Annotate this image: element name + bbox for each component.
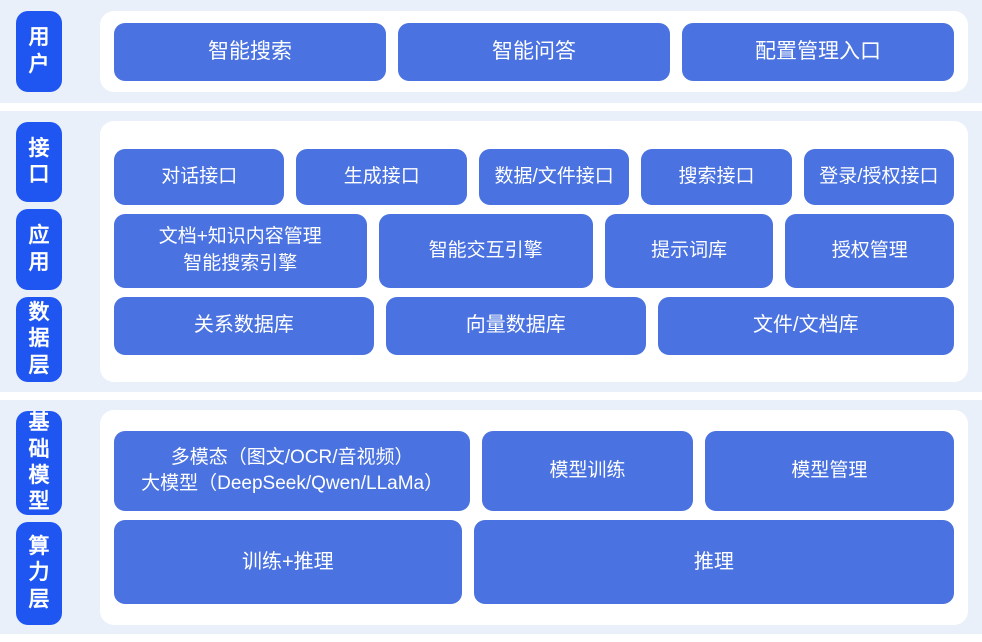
card-generate-api[interactable]: 生成接口 [296,148,467,205]
layer-tab-user-char-1: 户 [28,52,50,76]
layer-group-middle: 接 口 应 用 数 据 层 对话接口 生成接口 数据/文件接口 搜索接口 登录/… [0,111,982,392]
layer-label-rail-middle: 接 口 应 用 数 据 层 [0,121,100,382]
layer-tab-data-layer[interactable]: 数 据 层 [16,296,62,382]
layer-panel-user: 智能搜索 智能问答 配置管理入口 [100,11,968,92]
layer-tab-foundation-model-char-3: 型 [28,490,50,514]
layer-label-rail-base: 基 础 模 型 算 力 层 [0,410,100,625]
layer-tab-compute-layer-char-2: 层 [28,587,50,611]
card-train-infer[interactable]: 训练+推理 [114,520,462,604]
row-app: 文档+知识内容管理 智能搜索引擎 智能交互引擎 提示词库 授权管理 [114,213,954,288]
layer-tab-data-layer-char-2: 层 [28,353,50,377]
row-api: 对话接口 生成接口 数据/文件接口 搜索接口 登录/授权接口 [114,148,954,205]
card-relational-db[interactable]: 关系数据库 [114,296,374,355]
card-config-entry[interactable]: 配置管理入口 [682,22,954,81]
card-multimodal-llm[interactable]: 多模态（图文/OCR/音视频） 大模型（DeepSeek/Qwen/LLaMa） [114,431,471,511]
layer-tab-foundation-model-char-2: 模 [28,464,50,487]
card-file-doc-store[interactable]: 文件/文档库 [657,296,954,355]
row-data: 关系数据库 向量数据库 文件/文档库 [114,296,954,355]
layer-tab-user-char-0: 用 [28,26,50,50]
card-infer[interactable]: 推理 [473,520,954,604]
card-data-file-api[interactable]: 数据/文件接口 [478,148,630,205]
card-interaction-engine[interactable]: 智能交互引擎 [378,213,593,288]
layer-tab-compute-layer[interactable]: 算 力 层 [16,522,62,625]
card-dialog-api[interactable]: 对话接口 [114,148,285,205]
layer-tab-interface-char-1: 口 [28,163,50,187]
layer-tab-application-char-1: 用 [28,250,50,274]
layer-tab-compute-layer-char-0: 算 [28,534,50,558]
card-smart-qa[interactable]: 智能问答 [398,22,670,81]
layer-panel-middle: 对话接口 生成接口 数据/文件接口 搜索接口 登录/授权接口 文档+知识内容管理… [100,121,968,382]
card-doc-knowledge-mgmt[interactable]: 文档+知识内容管理 智能搜索引擎 [114,213,367,288]
card-model-training[interactable]: 模型训练 [482,431,693,511]
layer-label-rail-user: 用 户 [0,11,100,92]
layer-group-base: 基 础 模 型 算 力 层 多模态（图文/OCR/音视频） 大模型（DeepSe… [0,400,982,634]
card-model-mgmt[interactable]: 模型管理 [704,431,954,511]
row-model: 多模态（图文/OCR/音视频） 大模型（DeepSeek/Qwen/LLaMa）… [114,431,954,511]
layer-panel-base: 多模态（图文/OCR/音视频） 大模型（DeepSeek/Qwen/LLaMa）… [100,410,968,625]
layer-tab-foundation-model[interactable]: 基 础 模 型 [16,411,62,515]
layer-tab-foundation-model-char-1: 础 [28,437,50,461]
card-vector-db[interactable]: 向量数据库 [385,296,646,355]
row-user: 智能搜索 智能问答 配置管理入口 [114,22,954,81]
layer-tab-compute-layer-char-1: 力 [28,561,50,585]
card-login-auth-api[interactable]: 登录/授权接口 [803,148,954,205]
layer-tab-application[interactable]: 应 用 [16,209,62,290]
card-smart-search[interactable]: 智能搜索 [114,22,386,81]
layer-tab-interface[interactable]: 接 口 [16,122,62,203]
layer-tab-data-layer-char-0: 数 [28,300,50,324]
card-prompt-library[interactable]: 提示词库 [604,213,774,288]
row-compute: 训练+推理 推理 [114,520,954,604]
layer-tab-application-char-0: 应 [28,224,50,248]
layer-tab-user[interactable]: 用 户 [16,11,62,92]
card-search-api[interactable]: 搜索接口 [641,148,792,205]
layer-tab-foundation-model-char-0: 基 [28,411,50,435]
layer-tab-data-layer-char-1: 据 [28,327,50,351]
layer-tab-interface-char-0: 接 [28,136,50,160]
card-auth-mgmt[interactable]: 授权管理 [785,213,954,288]
layer-group-user: 用 户 智能搜索 智能问答 配置管理入口 [0,0,982,103]
